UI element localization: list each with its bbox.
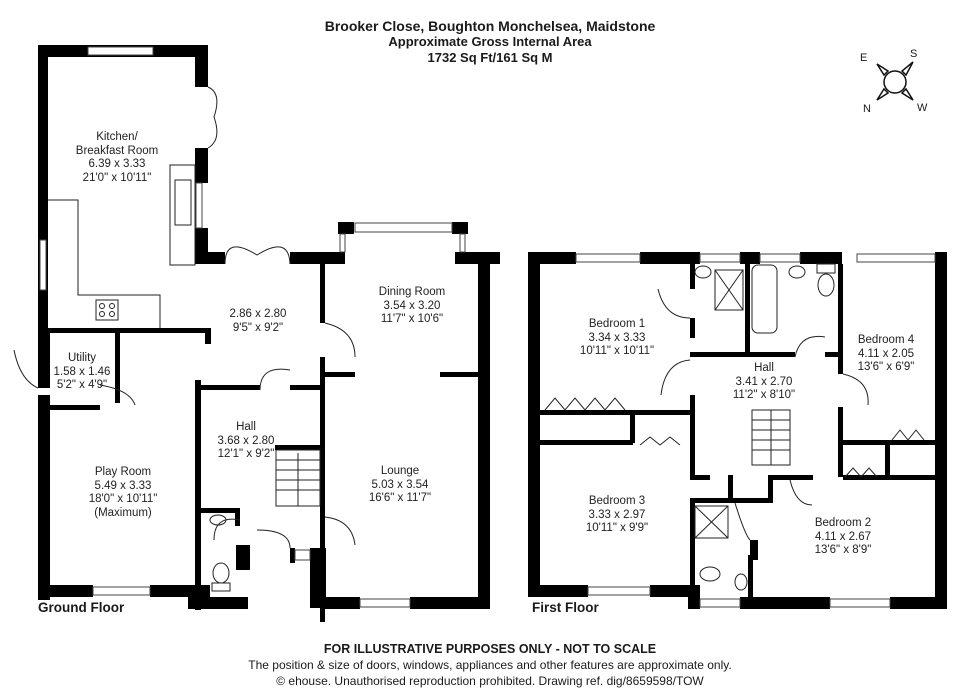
disclaimer-text: FOR ILLUSTRATIVE PURPOSES ONLY - NOT TO … [323, 642, 657, 656]
compass-north: N [863, 103, 871, 115]
room-kitchen-breakfast: Kitchen/ Breakfast Room 6.39 x 3.33 21'0… [75, 131, 159, 184]
room-gf-hallway: 2.86 x 2.80 9'5" x 9'2" [229, 308, 287, 334]
room-dining: Dining Room 3.54 x 3.20 11'7" x 10'6" [378, 286, 446, 325]
room-bedroom-2: Bedroom 2 4.11 x 2.67 13'6" x 8'9" [814, 517, 872, 556]
first-floor-label: First Floor [532, 600, 599, 615]
room-gf-hall: Hall 3.68 x 2.80 12'1" x 9'2" [217, 421, 275, 460]
plan-footer: FOR ILLUSTRATIVE PURPOSES ONLY - NOT TO … [0, 641, 980, 689]
room-ff-hall: Hall 3.41 x 2.70 11'2" x 8'10" [732, 362, 796, 401]
area-title: Approximate Gross Internal Area [388, 34, 592, 49]
plan-header: Brooker Close, Boughton Monchelsea, Maid… [0, 18, 980, 66]
room-bedroom-3: Bedroom 3 3.33 x 2.97 10'11" x 9'9" [585, 495, 649, 534]
address-title: Brooker Close, Boughton Monchelsea, Maid… [324, 18, 656, 34]
copyright-text: © ehouse. Unauthorised reproduction proh… [276, 674, 704, 688]
compass-icon: E S N W [855, 42, 935, 122]
room-bedroom-1: Bedroom 1 3.34 x 3.33 10'11" x 10'11" [579, 318, 655, 357]
approximate-note: The position & size of doors, windows, a… [248, 658, 732, 672]
compass-south: S [910, 48, 918, 60]
room-bedroom-4: Bedroom 4 4.11 x 2.05 13'6" x 6'9" [857, 334, 915, 373]
ground-floor-label: Ground Floor [38, 600, 125, 615]
compass-west: W [917, 102, 928, 114]
compass-east: E [860, 52, 868, 64]
room-utility: Utility 1.58 x 1.46 5'2" x 4'9" [53, 352, 111, 391]
area-value: 1732 Sq Ft/161 Sq M [427, 50, 553, 65]
room-lounge: Lounge 5.03 x 3.54 16'6" x 11'7" [368, 465, 432, 504]
room-play-room: Play Room 5.49 x 3.33 18'0" x 10'11" (Ma… [88, 466, 158, 519]
